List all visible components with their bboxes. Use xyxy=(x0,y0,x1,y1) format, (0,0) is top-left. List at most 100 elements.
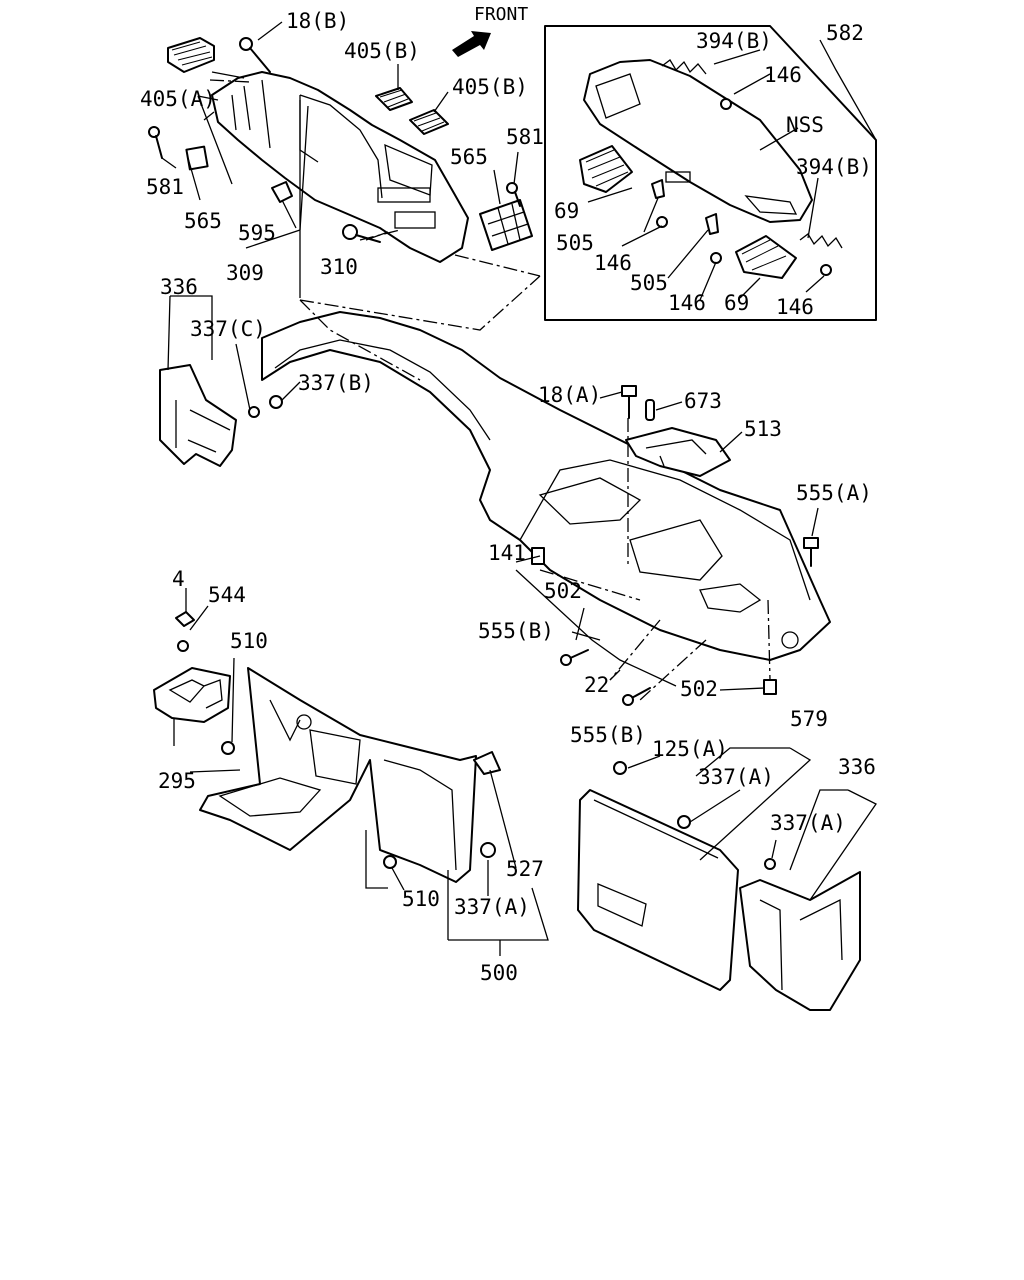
callout-146-mid-left: 146 xyxy=(594,251,632,275)
screw-146-top xyxy=(720,98,732,110)
screw-146-mid xyxy=(656,216,668,228)
callout-502-bottom: 502 xyxy=(680,677,718,701)
callout-295: 295 xyxy=(158,769,196,793)
callout-513: 513 xyxy=(744,417,782,441)
callout-500: 500 xyxy=(480,961,518,985)
stopper-125a xyxy=(613,761,627,775)
callout-141: 141 xyxy=(488,541,526,565)
screw-581-left xyxy=(148,126,163,159)
callout-405b-1: 405(B) xyxy=(344,39,420,63)
bolt-555a xyxy=(803,537,819,567)
nss-inset xyxy=(544,25,877,321)
callout-69-left: 69 xyxy=(554,199,579,223)
callout-510-top: 510 xyxy=(230,629,268,653)
tray-295 xyxy=(153,667,231,723)
spring-394b-right xyxy=(799,233,843,249)
callout-555a: 555(A) xyxy=(796,481,872,505)
callout-527: 527 xyxy=(506,857,544,881)
screw-310 xyxy=(342,224,381,243)
right-side-cover xyxy=(739,858,861,1011)
clip-337c xyxy=(248,406,260,418)
callout-581-left: 581 xyxy=(146,175,184,199)
callout-565-right: 565 xyxy=(450,145,488,169)
clip-505-mid xyxy=(705,213,719,235)
callout-673: 673 xyxy=(684,389,722,413)
bracket-513 xyxy=(625,427,731,477)
meter-bezel xyxy=(211,71,469,263)
callout-18a: 18(A) xyxy=(538,383,601,407)
callout-146-bottom-right: 146 xyxy=(776,295,814,319)
callout-337a-left: 337(A) xyxy=(454,895,530,919)
callout-125a: 125(A) xyxy=(652,737,728,761)
callout-labels: 18(B) 405(A) 405(B) 405(B) 581 565 595 3… xyxy=(140,9,876,985)
callout-22: 22 xyxy=(584,673,609,697)
inset-frame xyxy=(544,25,877,321)
nut-502 xyxy=(763,679,777,695)
callout-394b-right: 394(B) xyxy=(796,155,872,179)
pin-673 xyxy=(645,399,655,421)
callout-337b: 337(B) xyxy=(298,371,374,395)
clip-505-left xyxy=(651,179,665,199)
switch-565-right xyxy=(479,199,533,251)
dash-upper-shell xyxy=(261,311,831,661)
screw-544 xyxy=(177,640,189,652)
clip-527 xyxy=(473,751,501,775)
spring-394b-top xyxy=(661,59,707,75)
cover-panel xyxy=(199,667,477,883)
callout-nss: NSS xyxy=(786,113,824,137)
screw-18b xyxy=(239,37,271,73)
glove-box xyxy=(577,761,739,991)
callout-595: 595 xyxy=(238,221,276,245)
clip-337b xyxy=(269,395,283,409)
callout-69-right: 69 xyxy=(724,291,749,315)
screw-510-bottom xyxy=(383,855,397,869)
vent-405b-right xyxy=(409,109,449,135)
callout-505-left: 505 xyxy=(556,231,594,255)
callout-502-top: 502 xyxy=(544,579,582,603)
callout-337a-right: 337(A) xyxy=(770,811,846,835)
callout-337c: 337(C) xyxy=(190,317,266,341)
front-arrow-icon xyxy=(452,31,491,57)
callout-394b-top: 394(B) xyxy=(696,29,772,53)
callout-146-bottom-left: 146 xyxy=(668,291,706,315)
screw-146-bottom xyxy=(710,252,722,264)
grille-69-left xyxy=(579,145,633,193)
callout-405b-2: 405(B) xyxy=(452,75,528,99)
callout-336-top: 336 xyxy=(160,275,198,299)
callout-336-right: 336 xyxy=(838,755,876,779)
front-label: FRONT xyxy=(474,4,528,25)
center-lower-panel xyxy=(153,611,501,883)
callout-544: 544 xyxy=(208,583,246,607)
callout-310: 310 xyxy=(320,255,358,279)
clip-595 xyxy=(271,181,293,203)
callout-146-top: 146 xyxy=(764,63,802,87)
vent-405b-left xyxy=(375,87,413,111)
meter-cluster-assembly xyxy=(148,37,533,298)
cap-4 xyxy=(175,611,195,627)
leader-lines xyxy=(161,21,877,956)
callout-582: 582 xyxy=(826,21,864,45)
callout-4: 4 xyxy=(172,567,185,591)
vent-405a xyxy=(167,37,215,73)
clip-337a-mid xyxy=(677,815,691,829)
callout-565-left: 565 xyxy=(184,209,222,233)
screw-581-right xyxy=(506,182,521,207)
callout-505-mid: 505 xyxy=(630,271,668,295)
clip-337a-left xyxy=(480,842,496,858)
callout-579: 579 xyxy=(790,707,828,731)
clip-337a-right xyxy=(764,858,776,870)
callout-555b-top: 555(B) xyxy=(478,619,554,643)
glove-box-door xyxy=(577,789,739,991)
callout-581-right: 581 xyxy=(506,125,544,149)
screw-510-top xyxy=(221,741,235,755)
callout-555b-bottom: 555(B) xyxy=(570,723,646,747)
bolt-18a xyxy=(621,385,637,419)
switch-565-left xyxy=(185,145,209,171)
grille-69-right xyxy=(735,235,797,279)
front-indicator: FRONT xyxy=(452,4,528,57)
callout-18b: 18(B) xyxy=(286,9,349,33)
callout-337a-mid: 337(A) xyxy=(698,765,774,789)
screw-146-right xyxy=(820,264,832,276)
callout-405a: 405(A) xyxy=(140,87,216,111)
